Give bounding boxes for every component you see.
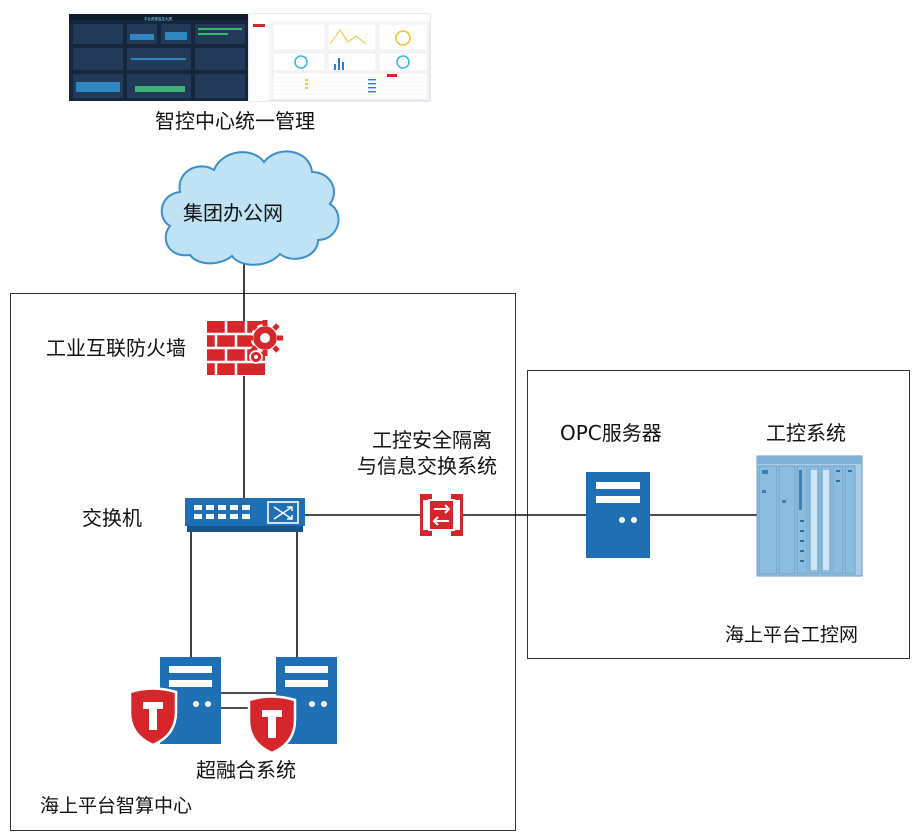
label-office-network: 集团办公网 bbox=[183, 201, 283, 225]
zone-compute-center bbox=[10, 293, 516, 831]
label-opc-server: OPC服务器 bbox=[560, 421, 662, 445]
opc-server-icon bbox=[586, 472, 650, 558]
gear-icon bbox=[247, 320, 283, 364]
dashboard-title: 平台资源监控大屏 bbox=[144, 16, 172, 21]
label-isolation-line2: 与信息交换系统 bbox=[357, 454, 497, 478]
shield-t-icon bbox=[128, 687, 178, 747]
label-switch: 交换机 bbox=[82, 506, 142, 530]
shield-t-icon bbox=[247, 695, 297, 755]
label-zone-compute: 海上平台智算中心 bbox=[40, 795, 193, 817]
cloud-icon bbox=[160, 150, 340, 266]
dashboard-screens-icon: 平台资源监控大屏 bbox=[69, 13, 431, 102]
plc-rack-icon bbox=[756, 455, 863, 577]
label-ics-system: 工控系统 bbox=[766, 421, 846, 445]
connection-lines bbox=[190, 255, 757, 709]
label-hci-system: 超融合系统 bbox=[196, 758, 296, 782]
label-management: 智控中心统一管理 bbox=[155, 109, 315, 133]
label-firewall: 工业互联防火墙 bbox=[46, 336, 186, 360]
isolation-gateway-icon bbox=[420, 494, 463, 536]
firewall-icon bbox=[207, 320, 283, 375]
label-zone-ics: 海上平台工控网 bbox=[725, 624, 859, 646]
label-isolation-line1: 工控安全隔离 bbox=[372, 428, 492, 452]
network-switch-icon bbox=[185, 498, 305, 532]
